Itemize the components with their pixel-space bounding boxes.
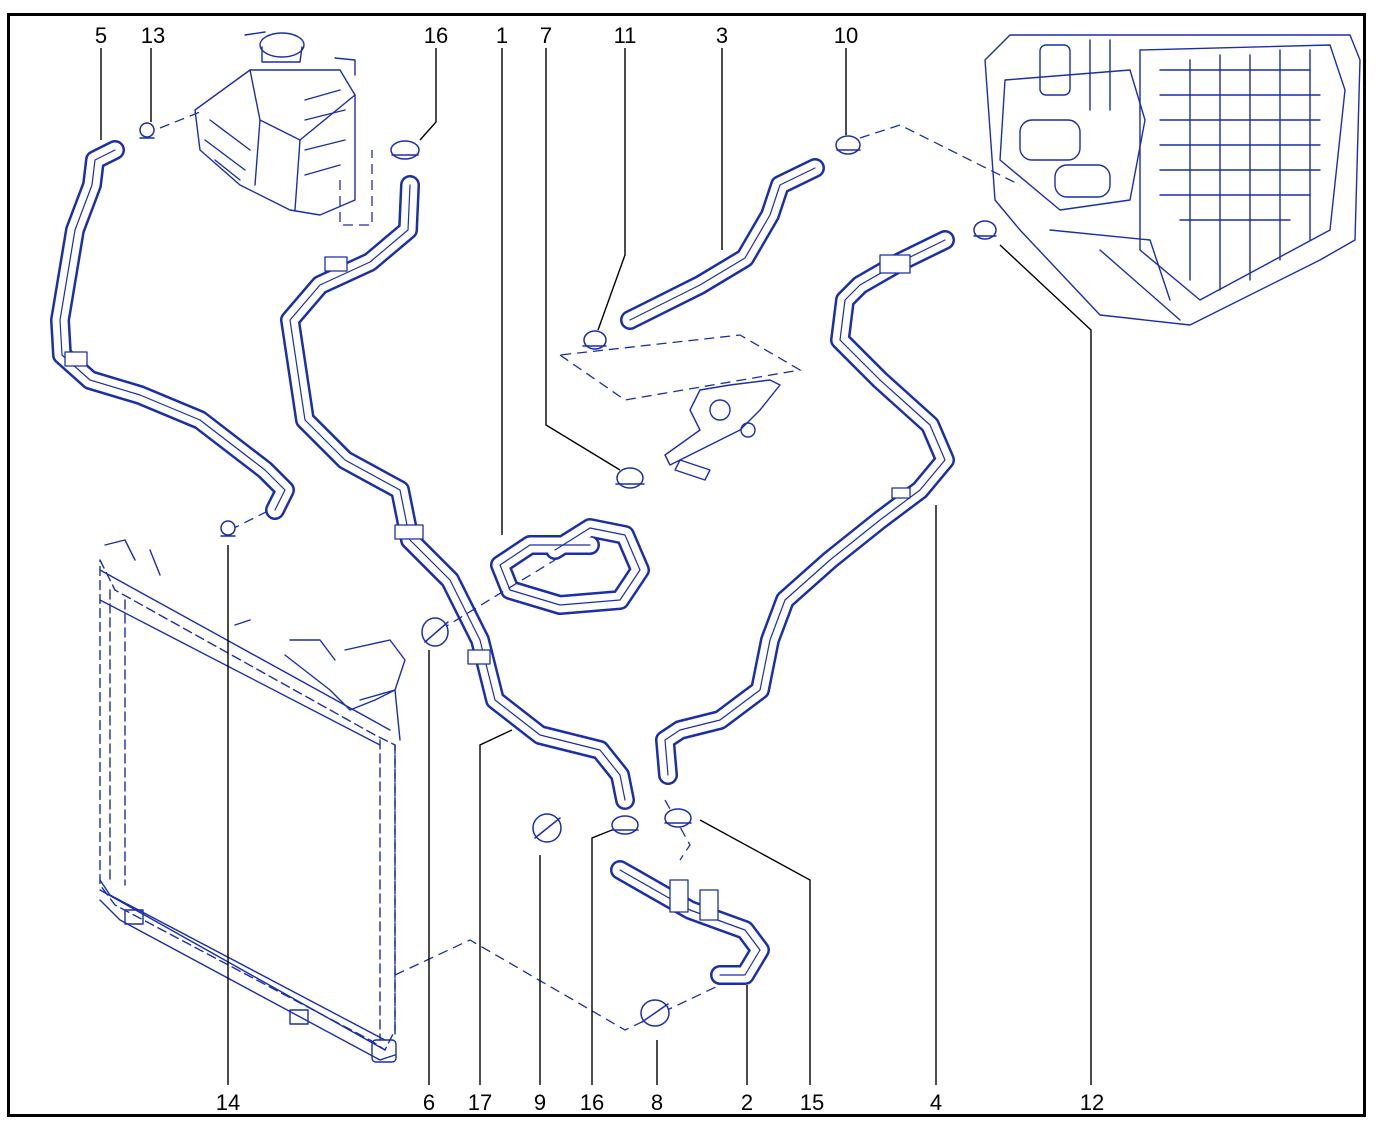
callout-17: 17 [468, 1090, 492, 1115]
clamp-14 [220, 520, 236, 537]
callout-2: 2 [741, 1090, 753, 1115]
callout-4: 4 [930, 1090, 942, 1115]
callout-5: 5 [95, 23, 107, 48]
clamp-16-top [390, 140, 420, 160]
clamp-8 [640, 999, 670, 1027]
clamp-11 [582, 330, 607, 350]
clamp-16-bottom [611, 815, 639, 835]
callout-13: 13 [141, 23, 165, 48]
clamp-9 [532, 813, 562, 843]
callout-11: 11 [614, 23, 637, 48]
callout-8: 8 [651, 1090, 663, 1115]
clamp-6 [421, 617, 449, 647]
callout-14: 14 [216, 1090, 240, 1115]
clamp-7 [615, 467, 645, 489]
expansion-tank [194, 31, 356, 216]
clamp-12 [973, 220, 997, 240]
callout-1: 1 [496, 23, 508, 48]
engine-heater-assembly [984, 34, 1361, 326]
callout-12: 12 [1080, 1090, 1104, 1115]
hose-4 [655, 230, 955, 785]
clamp-15 [664, 808, 692, 828]
tee-connector [610, 860, 770, 985]
hose-5 [50, 140, 295, 520]
leader-lines [100, 48, 1092, 1085]
hose-3 [620, 158, 825, 330]
callout-3: 3 [716, 23, 728, 48]
callout-10: 10 [834, 23, 858, 48]
callout-15: 15 [800, 1090, 824, 1115]
hose-1 [490, 518, 650, 615]
valve-housing [664, 379, 781, 481]
callout-9: 9 [534, 1090, 546, 1115]
clamp-10 [835, 135, 861, 155]
callout-labels: 5 13 16 1 7 11 3 10 14 6 17 9 16 8 2 15 … [95, 23, 1104, 1115]
callout-16-top: 16 [424, 23, 448, 48]
callout-7: 7 [540, 23, 552, 48]
radiator [99, 539, 406, 1063]
callout-6: 6 [423, 1090, 435, 1115]
callout-16-bottom: 16 [580, 1090, 604, 1115]
hose-17 [280, 175, 635, 810]
clamp-13 [139, 122, 155, 139]
